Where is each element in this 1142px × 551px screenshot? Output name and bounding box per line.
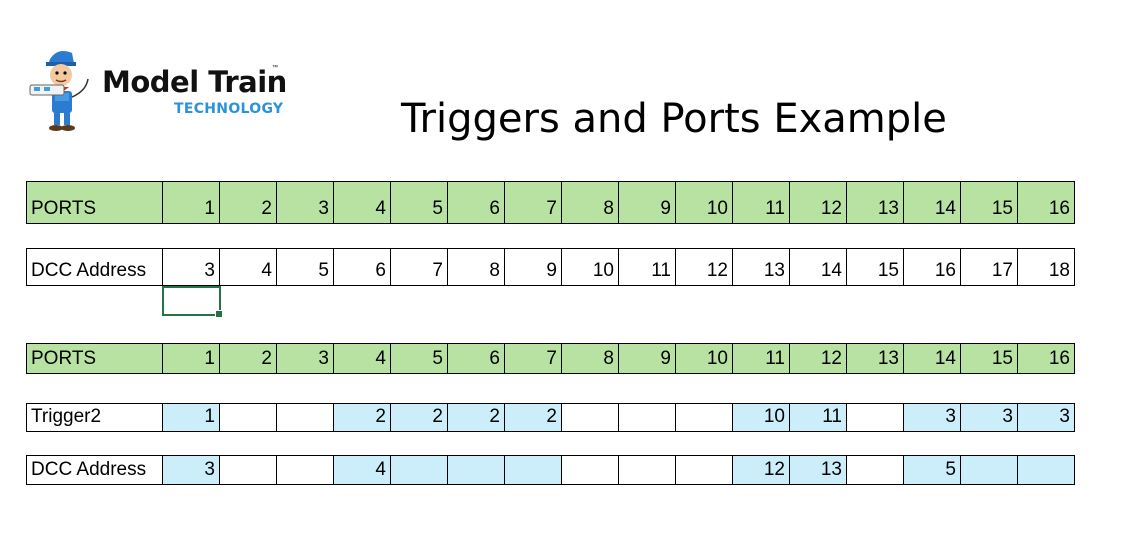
table2-ports-cell[interactable]: 3 bbox=[276, 343, 334, 374]
table2-trigger-cell[interactable] bbox=[846, 403, 904, 432]
table1-dcc-cell[interactable]: 15 bbox=[846, 248, 904, 286]
table2-dcc-cell[interactable] bbox=[390, 455, 448, 485]
table2-ports-cell[interactable]: 8 bbox=[561, 343, 619, 374]
table2-trigger-cell[interactable]: 2 bbox=[504, 403, 562, 432]
table1-ports-cell[interactable]: 4 bbox=[333, 181, 391, 224]
table1-dcc-label[interactable]: DCC Address bbox=[26, 248, 163, 286]
table1-dcc-cell[interactable]: 5 bbox=[276, 248, 334, 286]
table2-ports-cell[interactable]: 11 bbox=[732, 343, 790, 374]
table2-dcc-cell[interactable] bbox=[447, 455, 505, 485]
table2-trigger-cell[interactable]: 2 bbox=[447, 403, 505, 432]
table1-ports-cell[interactable]: 12 bbox=[789, 181, 847, 224]
mascot-engineer-icon bbox=[29, 51, 89, 131]
table2-trigger-cell[interactable] bbox=[276, 403, 334, 432]
table1-ports-cell[interactable]: 6 bbox=[447, 181, 505, 224]
table2-trigger-cell[interactable]: 2 bbox=[390, 403, 448, 432]
table2-trigger-cell[interactable] bbox=[618, 403, 676, 432]
table2-dcc-cell[interactable] bbox=[618, 455, 676, 485]
table1-ports-label[interactable]: PORTS bbox=[26, 181, 163, 224]
table1-dcc-cell[interactable]: 18 bbox=[1017, 248, 1075, 286]
table2-ports-cell[interactable]: 9 bbox=[618, 343, 676, 374]
table1-dcc-cell[interactable]: 11 bbox=[618, 248, 676, 286]
table2-dcc-cell[interactable]: 13 bbox=[789, 455, 847, 485]
table2-ports-cell[interactable]: 1 bbox=[162, 343, 220, 374]
table2-dcc-cell[interactable] bbox=[960, 455, 1018, 485]
table2-trigger-cell[interactable] bbox=[219, 403, 277, 432]
table1-dcc-cell[interactable]: 4 bbox=[219, 248, 277, 286]
table2-ports-cell[interactable]: 7 bbox=[504, 343, 562, 374]
table2-dcc-cell[interactable] bbox=[1017, 455, 1075, 485]
table2-dcc-cell[interactable] bbox=[846, 455, 904, 485]
table1-ports-cell[interactable]: 2 bbox=[219, 181, 277, 224]
table1-ports-cell[interactable]: 13 bbox=[846, 181, 904, 224]
table2-ports-cell[interactable]: 15 bbox=[960, 343, 1018, 374]
table1-dcc-cell[interactable]: 3 bbox=[162, 248, 220, 286]
table2-trigger-cell[interactable] bbox=[561, 403, 619, 432]
company-logo: Model Train ™ TECHNOLOGY bbox=[28, 45, 288, 135]
table2-ports-cell[interactable]: 4 bbox=[333, 343, 391, 374]
table2-dcc-cell[interactable]: 5 bbox=[903, 455, 961, 485]
table1-dcc-cell[interactable]: 6 bbox=[333, 248, 391, 286]
table2-ports-cell[interactable]: 14 bbox=[903, 343, 961, 374]
table2-trigger-cell[interactable]: 11 bbox=[789, 403, 847, 432]
table1-ports-cell[interactable]: 15 bbox=[960, 181, 1018, 224]
table2-ports-cell[interactable]: 6 bbox=[447, 343, 505, 374]
table1-ports-cell[interactable]: 8 bbox=[561, 181, 619, 224]
table2-trigger-cell[interactable]: 2 bbox=[333, 403, 391, 432]
table2-dcc-cell[interactable] bbox=[219, 455, 277, 485]
table1-ports-cell[interactable]: 1 bbox=[162, 181, 220, 224]
table2-trigger-cell[interactable]: 3 bbox=[903, 403, 961, 432]
table2-dcc-cell[interactable]: 3 bbox=[162, 455, 220, 485]
table2-trigger-cell[interactable]: 3 bbox=[1017, 403, 1075, 432]
table1-dcc-cell[interactable]: 9 bbox=[504, 248, 562, 286]
table1-ports-cell[interactable]: 9 bbox=[618, 181, 676, 224]
logo-subtitle: TECHNOLOGY bbox=[174, 101, 284, 117]
table1-dcc-cell[interactable]: 17 bbox=[960, 248, 1018, 286]
table2-trigger-label[interactable]: Trigger2 bbox=[26, 403, 163, 432]
table2-ports-cell[interactable]: 2 bbox=[219, 343, 277, 374]
table2-trigger-cell[interactable]: 10 bbox=[732, 403, 790, 432]
table1-dcc-cell[interactable]: 16 bbox=[903, 248, 961, 286]
table2-trigger-cell[interactable]: 3 bbox=[960, 403, 1018, 432]
table2-dcc-cell[interactable]: 4 bbox=[333, 455, 391, 485]
table2-trigger-cell[interactable]: 1 bbox=[162, 403, 220, 432]
table1-ports-cell[interactable]: 10 bbox=[675, 181, 733, 224]
table2-ports-cell[interactable]: 10 bbox=[675, 343, 733, 374]
table1-dcc-cell[interactable]: 8 bbox=[447, 248, 505, 286]
table1-ports-cell[interactable]: 16 bbox=[1017, 181, 1075, 224]
table2-dcc-label[interactable]: DCC Address bbox=[26, 455, 163, 485]
table2-ports-cell[interactable]: 13 bbox=[846, 343, 904, 374]
table2-ports-cell[interactable]: 5 bbox=[390, 343, 448, 374]
logo-wordmark: Model Train bbox=[102, 65, 287, 99]
table1-dcc-cell[interactable]: 14 bbox=[789, 248, 847, 286]
table1-ports-cell[interactable]: 5 bbox=[390, 181, 448, 224]
table2-ports-cell[interactable]: 16 bbox=[1017, 343, 1075, 374]
table1-ports-cell[interactable]: 11 bbox=[732, 181, 790, 224]
trademark-symbol: ™ bbox=[272, 65, 278, 71]
table1-ports-cell[interactable]: 14 bbox=[903, 181, 961, 224]
table2-dcc-cell[interactable] bbox=[561, 455, 619, 485]
table2-dcc-cell[interactable]: 12 bbox=[732, 455, 790, 485]
selected-cell[interactable] bbox=[162, 286, 223, 318]
fill-handle[interactable] bbox=[215, 310, 223, 318]
table2-trigger-cell[interactable] bbox=[675, 403, 733, 432]
table2-dcc-cell[interactable] bbox=[276, 455, 334, 485]
page-title: Triggers and Ports Example bbox=[401, 96, 947, 142]
table2-ports-label[interactable]: PORTS bbox=[26, 343, 163, 374]
table1-ports-cell[interactable]: 3 bbox=[276, 181, 334, 224]
table1-dcc-cell[interactable]: 12 bbox=[675, 248, 733, 286]
table1-ports-cell[interactable]: 7 bbox=[504, 181, 562, 224]
table1-dcc-cell[interactable]: 13 bbox=[732, 248, 790, 286]
table1-dcc-cell[interactable]: 7 bbox=[390, 248, 448, 286]
table2-dcc-cell[interactable] bbox=[675, 455, 733, 485]
table2-ports-cell[interactable]: 12 bbox=[789, 343, 847, 374]
table1-dcc-cell[interactable]: 10 bbox=[561, 248, 619, 286]
table2-dcc-cell[interactable] bbox=[504, 455, 562, 485]
